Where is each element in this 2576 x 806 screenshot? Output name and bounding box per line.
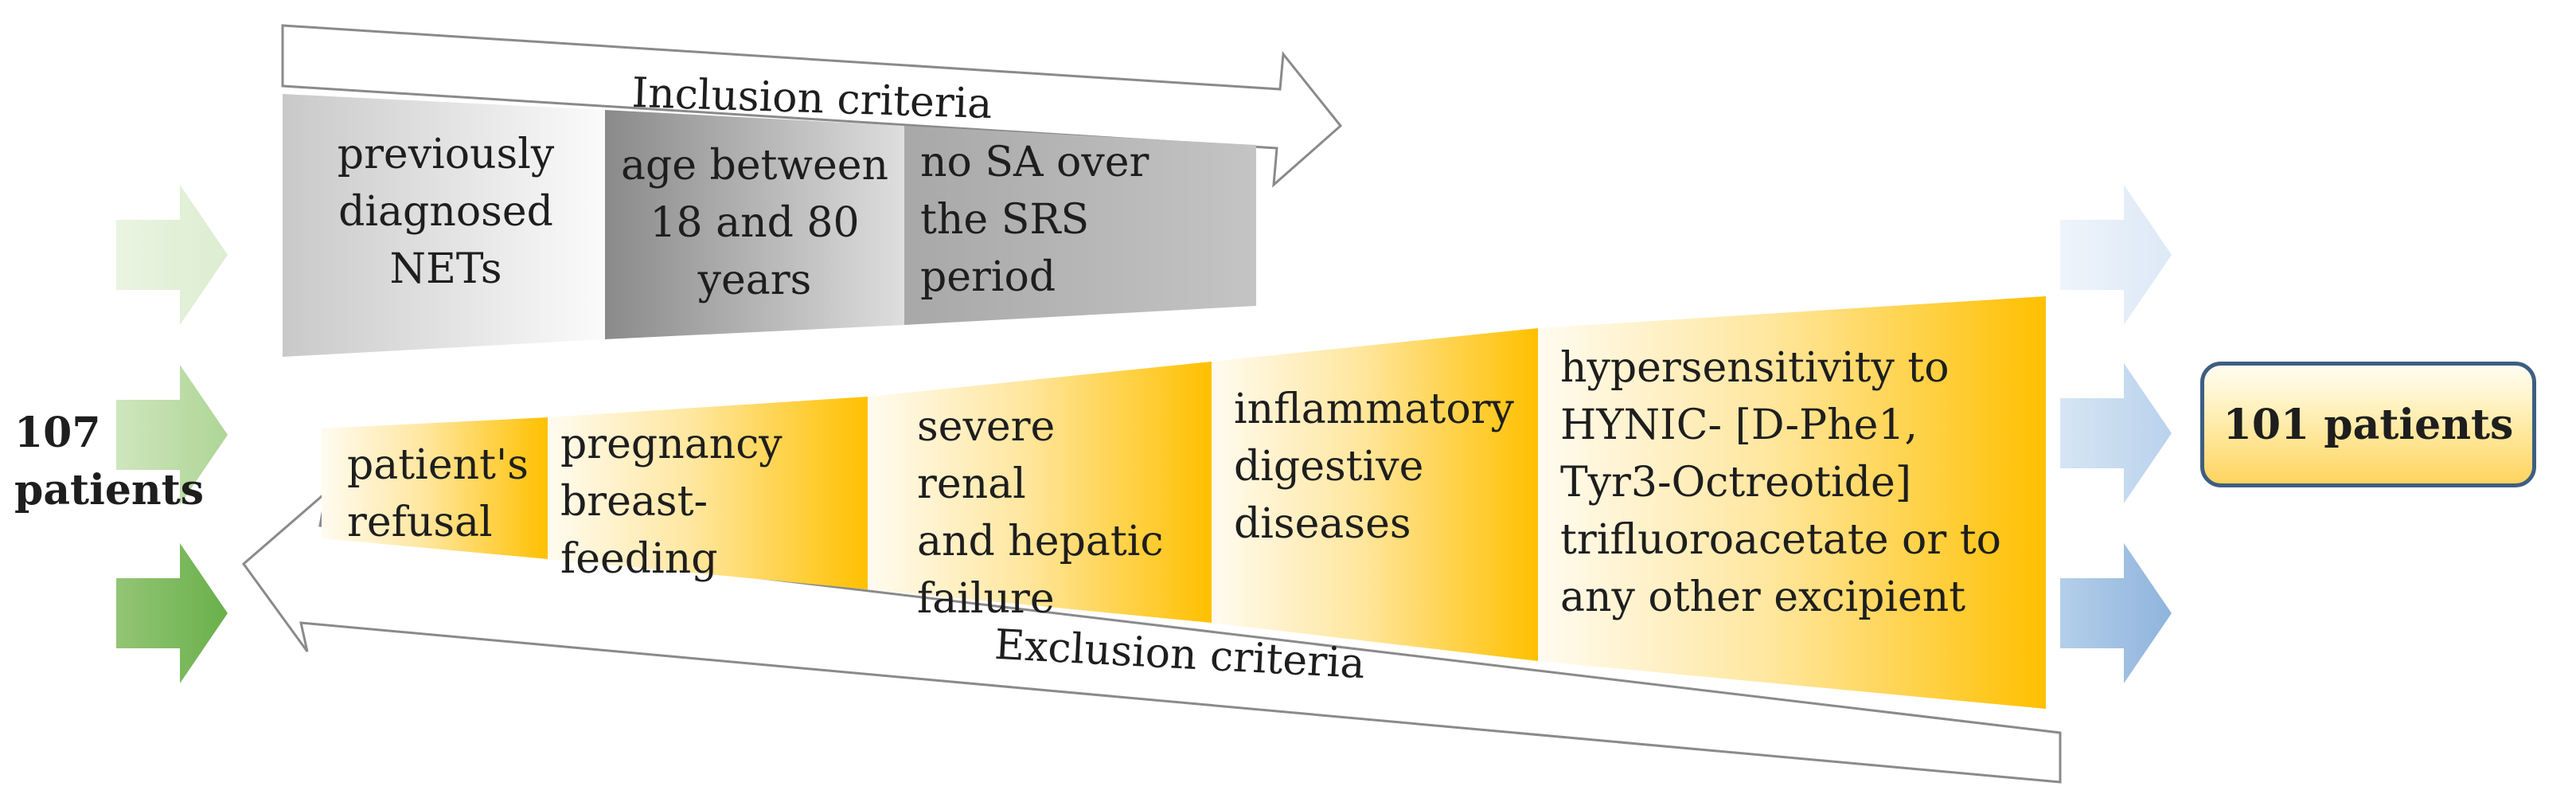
start-patient-count: 107 patients [14,409,205,515]
exclusion-text-2: pregnancy breast-feeding [560,421,783,583]
exclusion-cell-3 [868,362,1212,623]
result-box: 101 patients [2200,362,2536,487]
right-arrow-3 [2060,543,2172,683]
inclusion-text-3: no SA over the SRS period [920,139,1149,301]
right-arrow-1 [2060,185,2172,325]
inclusion-text-1: previously diagnosed NETs [337,131,555,293]
left-arrow-3 [116,543,228,683]
exclusion-cell-1 [322,417,548,559]
left-arrow-2 [116,365,228,505]
exclusion-cell-4 [1212,328,1538,661]
exclusion-cell-5 [1538,296,2046,709]
exclusion-cell-2 [548,397,868,589]
left-arrows [116,185,228,683]
exclusion-text-3: severe renal and hepatic failure [917,403,1164,623]
inclusion-text-2: age between 18 and 80 years [620,142,889,304]
inclusion-cells [283,94,1256,357]
inclusion-cell-1 [283,94,605,357]
exclusion-text-5: hypersensitivity to HYNIC- [D-Phe1, Tyr3… [1560,344,2001,621]
exclusion-cells [322,296,2046,709]
exclusion-text-4: inflammatory digestive diseases [1234,385,1514,548]
inclusion-cell-2 [605,110,904,339]
inclusion-cell-3 [904,126,1256,325]
end-patient-count: 101 patients [2223,400,2514,449]
inclusion-arrow-outline [281,24,1343,188]
exclusion-arrow-outline [241,489,2062,784]
right-arrows [2060,185,2172,683]
right-arrow-2 [2060,363,2172,503]
left-arrow-1 [116,185,228,325]
exclusion-text-1: patient's refusal [347,441,529,546]
